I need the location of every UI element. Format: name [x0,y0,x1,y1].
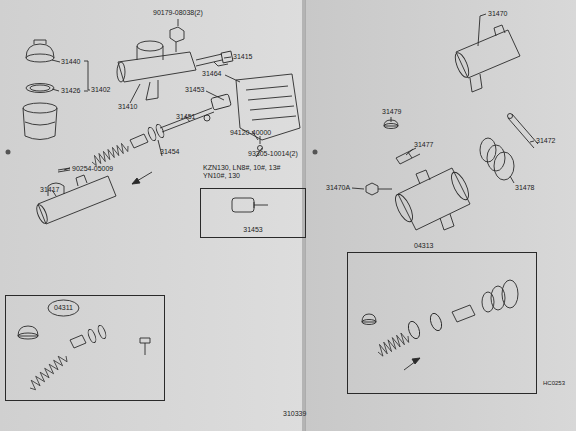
spring-symbol [378,333,409,356]
callout-number: 31440 [61,58,80,65]
callout-number: 31415 [233,53,252,60]
callout-number: 93305-10014(2) [248,150,298,157]
variant-box: KZN130, LN8#, 10#, 13# YN10#, 13031453 [200,188,306,238]
callout-number: 31410 [118,103,137,110]
kit-number: 04311 [54,304,73,312]
callout-number: 31479 [382,108,401,115]
callout-number: 31417 [40,186,59,193]
callout-number: 31454 [160,148,179,155]
callout-number: 31478 [515,184,534,191]
callout-number: 90179-08038(2) [153,9,203,16]
callout-number: 31453 [185,86,204,93]
callout-number: 94120-40000 [230,129,271,136]
callout-number: 90254-05009 [72,165,113,172]
spring-symbol [30,356,67,390]
callout-number: 31402 [91,86,110,93]
callout-number: 31472 [536,137,555,144]
callout-number: 31470 [488,10,507,17]
kit-number: 04313 [414,242,433,250]
kit-box: 04311 [5,295,165,401]
callout-number: 31470A [326,184,350,191]
callout-number: 310339 [283,410,306,417]
callout-number: 31453 [201,226,305,234]
callout-number: 31451 [176,113,195,120]
callout-number: HC0253 [543,380,565,386]
spring-symbol [92,143,128,165]
kit-number: KZN130, LN8#, 10#, 13# YN10#, 130 [203,164,299,180]
callout-number: 31464 [202,70,221,77]
callout-number: 31477 [414,141,433,148]
kit-box: 04313 [347,252,537,394]
callout-number: 31426 [61,87,80,94]
circle-mark [48,300,79,316]
